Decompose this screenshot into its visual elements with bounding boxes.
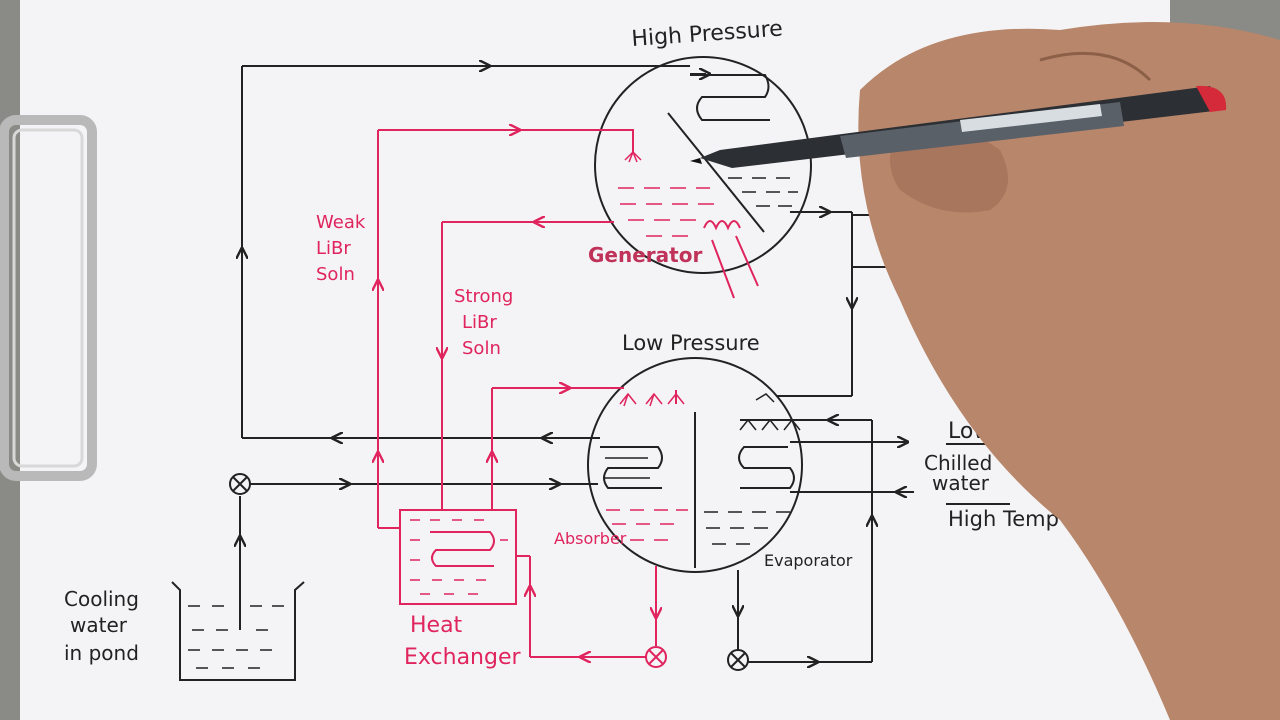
strong-soln-label-line3: Soln <box>462 338 501 359</box>
heat-exchanger-box <box>399 509 517 605</box>
solution-circuit <box>378 130 677 668</box>
heat-exchanger-label-line1: Heat <box>410 613 463 638</box>
refrigerant-circuit <box>727 212 1010 671</box>
weak-soln-label-line2: LiBr <box>316 238 351 259</box>
cooling-water-circuit <box>229 66 706 630</box>
high-pressure-vessel <box>594 56 812 299</box>
weak-soln-label-line3: Soln <box>316 264 355 285</box>
generator-label: Generator <box>588 243 702 267</box>
low-pressure-label: Low Pressure <box>622 331 760 355</box>
strong-soln-label-line2: LiBr <box>462 312 497 333</box>
heat-exchanger-label-line2: Exchanger <box>404 645 521 670</box>
hand-with-pen <box>690 22 1280 720</box>
chilled-water-label-line1: Chilled <box>924 451 992 475</box>
high-temp-label: High Temp <box>948 507 1059 531</box>
cooling-pond <box>171 581 305 681</box>
pen <box>690 85 1227 168</box>
chilled-water-label-line2: water <box>932 471 990 495</box>
low-pressure-vessel <box>587 357 803 573</box>
cooling-water-label-line3: in pond <box>64 641 139 665</box>
cooling-water-label-line1: Cooling <box>64 587 139 611</box>
strong-soln-label-line1: Strong <box>454 286 513 307</box>
evaporator-label: Evaporator <box>764 551 853 570</box>
weak-soln-label-line1: Weak <box>316 212 366 233</box>
clipboard-clip <box>0 115 97 481</box>
absorber-label: Absorber <box>554 529 627 548</box>
cooling-water-label-line2: water <box>70 613 128 637</box>
